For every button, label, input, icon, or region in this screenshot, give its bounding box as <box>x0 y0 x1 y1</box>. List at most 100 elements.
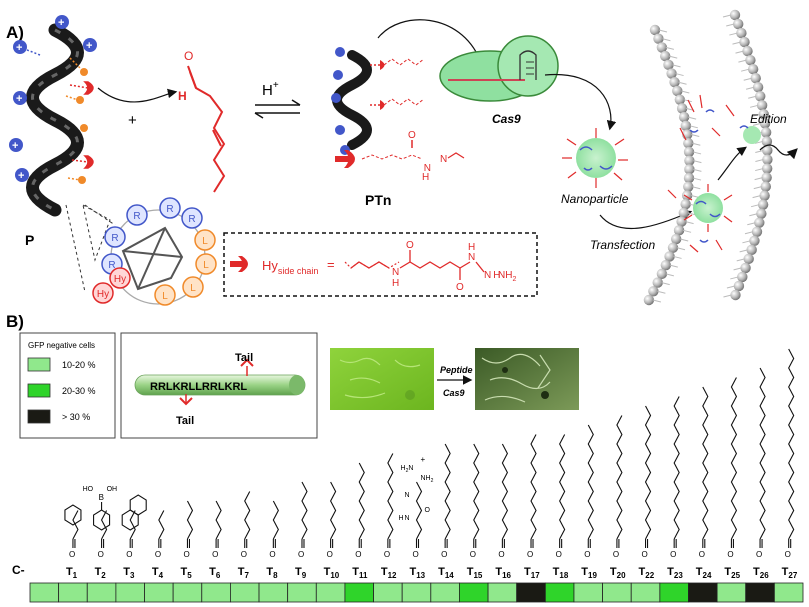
legend-o2: O <box>456 282 464 293</box>
compound-label: T14 <box>438 566 454 580</box>
aldehyde-h: H <box>178 89 187 103</box>
proton-label: H+ <box>262 80 279 99</box>
heat-cell <box>516 582 546 603</box>
hydrazone-o: O <box>408 130 416 141</box>
nanoparticle <box>562 128 628 188</box>
lipid-head <box>740 262 751 274</box>
compound-label: T19 <box>581 566 597 580</box>
legend-o1: O <box>406 240 414 251</box>
lipid-head <box>678 207 690 219</box>
lipid-head <box>750 73 761 84</box>
free-peptides <box>667 94 735 253</box>
alkyl-chain <box>72 510 79 540</box>
wheel-residue <box>195 253 217 275</box>
alkyl-chain <box>644 405 652 540</box>
release-arrow <box>717 146 747 181</box>
svg-text:+: + <box>58 17 64 29</box>
heat-cell <box>630 582 661 603</box>
compound-label: T22 <box>639 566 655 580</box>
heat-cell <box>230 582 260 603</box>
heat-cell <box>745 582 775 603</box>
lipid-head <box>664 251 675 262</box>
edition-label: Edition <box>750 112 787 126</box>
internalised-nanoparticle <box>683 184 733 232</box>
lipid-head <box>759 118 771 129</box>
wheel-residue-label: R <box>188 214 195 225</box>
lipid-head <box>674 94 686 105</box>
aldehyde-o: O <box>384 550 390 559</box>
legend-title: GFP negative cells <box>28 341 95 350</box>
legend-swatch <box>27 357 51 372</box>
wheel-residue <box>109 267 131 289</box>
wheel-residue <box>159 197 181 219</box>
arrow-bottom-label: Cas9 <box>443 388 465 398</box>
wheel-residue <box>126 204 148 226</box>
lipid-head <box>653 33 664 44</box>
heat-cell <box>573 582 603 603</box>
lipid-head <box>745 54 756 66</box>
alkyl-chain <box>329 481 337 540</box>
lipid-head <box>678 111 690 123</box>
heat-cell <box>544 582 575 603</box>
alkyl-chain <box>559 434 566 540</box>
lipid-head <box>683 146 695 158</box>
heat-cell <box>287 582 317 603</box>
alkyl-chain <box>587 424 594 540</box>
aldehyde-o: O <box>327 550 333 559</box>
lipid-head <box>676 103 688 114</box>
cell-membrane <box>643 9 773 306</box>
lipid-head <box>669 77 680 88</box>
legend-n1: N <box>392 267 399 278</box>
wheel-residue <box>154 284 176 306</box>
heat-cell <box>373 582 403 603</box>
legend-item-label: > 30 % <box>62 412 90 422</box>
aldehyde-o: O <box>126 550 132 559</box>
lipid-head <box>648 286 659 297</box>
wheel-residue-label: L <box>162 291 168 302</box>
alkyl-chain <box>473 443 480 540</box>
alkyl-chain <box>530 434 537 540</box>
boron-oh-right: OH <box>107 486 118 493</box>
edition-arrow <box>759 144 798 160</box>
compound-label: T15 <box>467 566 483 580</box>
heat-cell <box>144 582 174 603</box>
compound-label: T27 <box>782 566 798 580</box>
aldehyde-o: O <box>155 550 161 559</box>
compound-label: T2 <box>95 566 107 580</box>
aldehyde-o: O <box>584 550 590 559</box>
aldehyde-o: O <box>613 550 619 559</box>
aldehyde-molecule <box>187 65 226 193</box>
lysine-charges: + + + + + + <box>9 15 97 182</box>
control-label: C- <box>12 563 25 577</box>
legend-swatch <box>27 409 51 424</box>
wheel-residue-label: R <box>166 204 173 215</box>
heat-cell <box>172 582 203 603</box>
lipid-head <box>672 85 683 97</box>
heat-cell <box>688 582 718 603</box>
aldehyde-o: O <box>727 550 733 559</box>
heat-cell <box>659 582 689 603</box>
heat-bar <box>29 582 804 603</box>
compound-label: T23 <box>667 566 683 580</box>
guanidine-n: N <box>405 492 410 499</box>
compound-label: T10 <box>324 566 340 580</box>
alkyl-chain <box>186 500 194 540</box>
lipid-head <box>760 127 772 138</box>
lipid-head <box>762 145 773 156</box>
svg-text:+: + <box>16 93 22 105</box>
lipid-head <box>656 42 668 53</box>
aldehyde-o: O <box>756 550 762 559</box>
peptide-sequence: RRLKRLLRRLKRL <box>150 381 247 393</box>
legend-item-label: 20-30 % <box>62 386 96 396</box>
wheel-residue <box>181 207 203 229</box>
heat-cell <box>602 582 632 603</box>
aldehyde-o: O <box>441 550 447 559</box>
compound-label: T3 <box>123 566 135 580</box>
wheel-residue-label: L <box>202 236 208 247</box>
wheel-residue-label: Hy <box>114 274 126 285</box>
aldehyde-o: O <box>184 49 193 63</box>
assembly-arrow <box>544 73 617 131</box>
